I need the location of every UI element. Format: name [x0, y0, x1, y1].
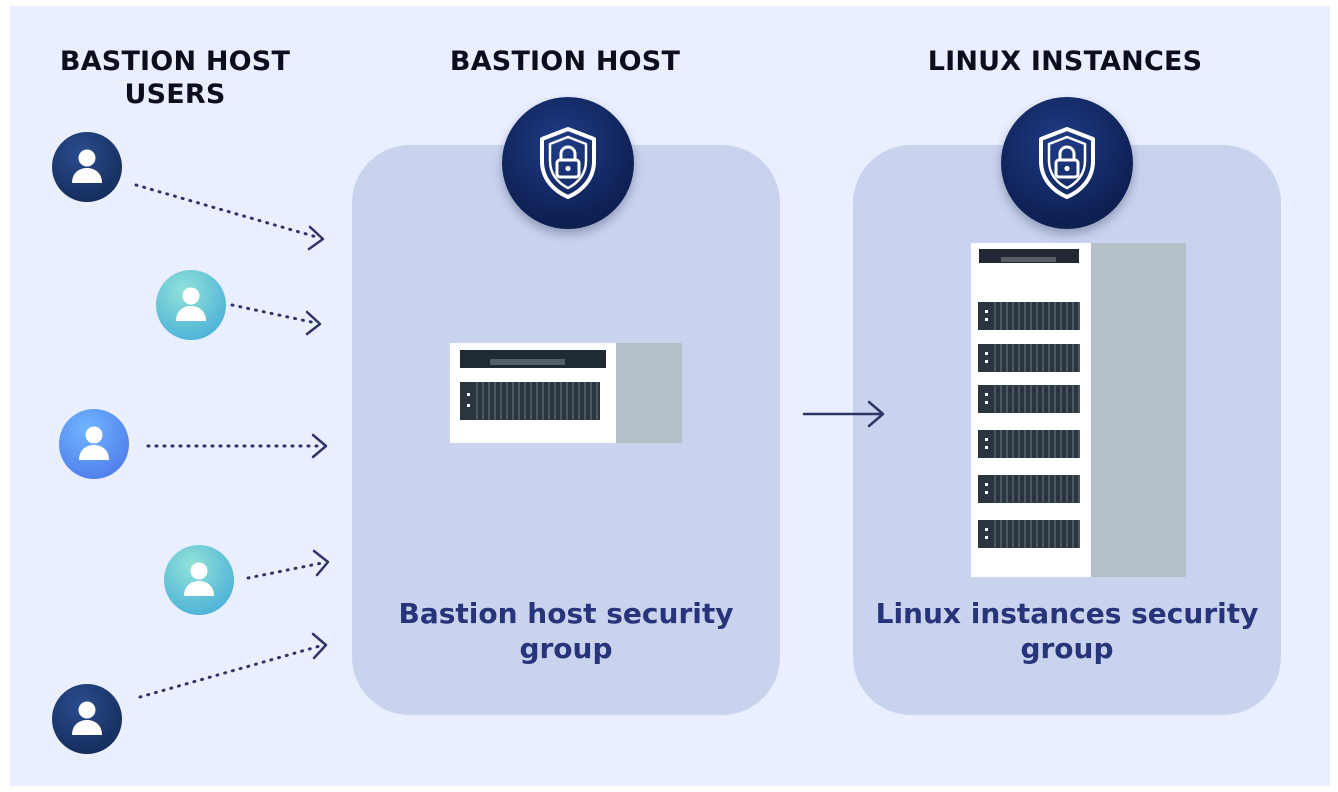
server-front: [971, 243, 1091, 577]
arrow-right-icon: [311, 632, 328, 660]
server-unit: [978, 385, 1080, 413]
server-unit: [978, 302, 1080, 330]
dotted-connection-5: [138, 644, 322, 699]
server-top-bar: [979, 249, 1079, 263]
bastion-column-title: BASTION HOST: [449, 46, 681, 77]
server-side: [616, 343, 682, 443]
bastion-shield-lock-icon: [502, 97, 634, 229]
linux-server-rack-icon: [971, 243, 1186, 577]
server-unit: [978, 430, 1080, 458]
server-side: [1091, 243, 1186, 577]
dotted-connection-2: [230, 303, 318, 325]
bastion-server-icon: [450, 343, 682, 443]
user-avatar-icon: [52, 684, 122, 754]
user-avatar-icon: [59, 409, 129, 479]
dotted-connection-4: [246, 561, 324, 580]
arrow-right-icon: [867, 400, 885, 428]
linux-security-group-label: Linux instances security group: [875, 597, 1259, 665]
arrow-right-icon: [312, 549, 330, 577]
user-avatar-icon: [156, 270, 226, 340]
server-unit: [978, 344, 1080, 372]
linux-shield-lock-icon: [1001, 97, 1133, 229]
user-avatar-icon: [164, 545, 234, 615]
users-column-title: BASTION HOST USERS: [59, 46, 291, 110]
server-unit: [978, 520, 1080, 548]
server-unit: [978, 475, 1080, 503]
user-avatar-icon: [52, 132, 122, 202]
arrow-right-icon: [307, 225, 325, 251]
arrow-right-icon: [311, 433, 328, 459]
linux-column-title: LINUX INSTANCES: [927, 46, 1203, 77]
server-top-bar: [460, 350, 606, 368]
server-front: [450, 343, 616, 443]
server-unit: [460, 382, 600, 420]
arrow-right-icon: [305, 310, 322, 336]
bastion-security-group-label: Bastion host security group: [398, 597, 734, 665]
dotted-connection-1: [134, 183, 322, 240]
